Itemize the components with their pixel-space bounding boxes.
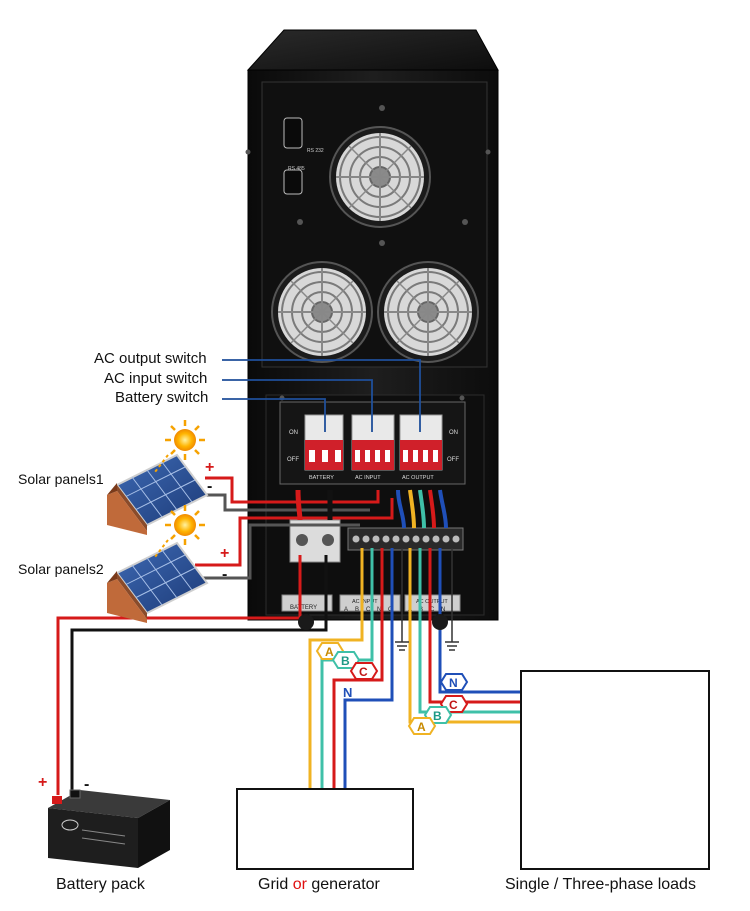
load-phase-c: C: [449, 698, 458, 712]
top-fan-icon: [329, 126, 431, 228]
solar2-plus-sign: +: [220, 545, 230, 562]
terminal-letter: C: [430, 607, 435, 613]
sun-icon: [163, 418, 207, 462]
terminal-ac-output-label: AC OUTPUT: [416, 599, 448, 605]
battery-pack-icon: [48, 789, 170, 868]
rs485-label: RS 485: [288, 166, 305, 172]
grid-phase-c: C: [359, 665, 368, 679]
sun-icon: [163, 503, 207, 547]
breaker-battery-label: BATTERY: [309, 475, 334, 481]
off-label-left: OFF: [287, 457, 299, 463]
solar2-wires: [195, 498, 394, 580]
battery-pack-caption: Battery pack: [56, 876, 145, 893]
breaker-ac-input-label: AC INPUT: [355, 475, 381, 481]
solar-panels-2-label: Solar panels2: [18, 561, 104, 577]
loads-caption: Single / Three-phase loads: [505, 876, 696, 893]
generator-word: generator: [311, 876, 380, 893]
or-word: or: [292, 876, 307, 893]
ground-symbol-icon: [395, 548, 459, 651]
cable-gland: [432, 614, 448, 630]
terminal-battery-label: BATTERY: [290, 605, 317, 611]
grid-phase-b: B: [341, 654, 350, 668]
grid-generator-box: [236, 788, 414, 870]
terminal-letter: B: [355, 607, 359, 613]
ac-input-switch-label: AC input switch: [104, 370, 208, 387]
battery-switch-label: Battery switch: [115, 389, 209, 406]
terminal-letter: C: [366, 607, 371, 613]
terminal-letter: N: [441, 607, 445, 613]
right-fan-icon: [377, 261, 479, 363]
breaker-panel: [279, 401, 466, 485]
solar-panels-1-label: Solar panels1: [18, 471, 104, 487]
terminal-letter: A: [344, 607, 348, 613]
rs232-port: [283, 117, 303, 149]
battery-wires: [56, 555, 328, 795]
phase-badges: [315, 642, 469, 735]
cable-gland: [298, 614, 314, 630]
ac-output-switch-label: AC output switch: [94, 350, 207, 367]
terminal-letter: N: [377, 607, 381, 613]
grid-phase-n: N: [343, 685, 352, 700]
load-phase-n: N: [449, 676, 458, 690]
rs485-port: [283, 169, 303, 195]
loads-box: [520, 670, 710, 870]
rs232-label: RS 232: [307, 148, 324, 154]
breaker-ac-output-label: AC OUTPUT: [402, 475, 434, 481]
terminal-ac-input-label: AC INPUT: [352, 599, 378, 605]
solar1-plus-sign: +: [205, 459, 215, 476]
solar2-minus-sign: -: [222, 566, 228, 583]
grid-phase-a: A: [325, 645, 334, 659]
load-wires: [408, 548, 520, 724]
load-phase-a: A: [417, 720, 426, 734]
solar1-minus-sign: -: [207, 478, 213, 495]
callout-lines: [222, 359, 421, 432]
on-label-left: ON: [289, 430, 298, 436]
terminal-block: [281, 519, 464, 612]
internal-wires: [295, 489, 448, 529]
left-fan-icon: [271, 261, 373, 363]
off-label-right: OFF: [447, 457, 459, 463]
grid-word: Grid: [258, 876, 289, 893]
battery-minus-sign: -: [84, 776, 90, 793]
on-label-right: ON: [449, 430, 458, 436]
grid-generator-caption: Grid or generator: [258, 876, 380, 894]
load-phase-b: B: [433, 709, 442, 723]
battery-plus-sign: +: [38, 774, 48, 791]
